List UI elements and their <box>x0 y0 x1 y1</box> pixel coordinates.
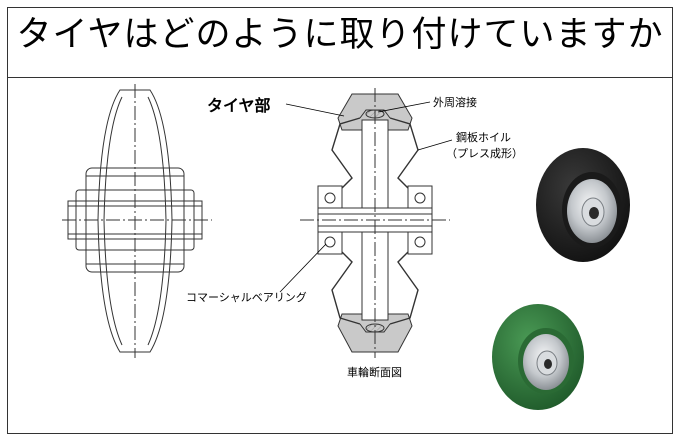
label-outer-weld: 外周溶接 <box>433 96 477 109</box>
title-divider <box>7 77 673 78</box>
black-wheel-photo <box>536 148 630 262</box>
label-steel-wheel: 鋼板ホイル <box>456 131 511 144</box>
leader-lines <box>279 101 453 293</box>
label-press-formed: （プレス成形） <box>446 147 523 160</box>
page-title: タイヤはどのように取り付けていますか <box>16 15 664 55</box>
wheel-cross-section <box>300 88 450 358</box>
label-tire-part: タイヤ部 <box>207 96 271 115</box>
wheel-side-view <box>62 84 212 358</box>
section-caption: 車輪断面図 <box>347 366 402 379</box>
label-bearing: コマーシャルベアリング <box>186 291 307 304</box>
green-wheel-photo <box>492 304 584 410</box>
